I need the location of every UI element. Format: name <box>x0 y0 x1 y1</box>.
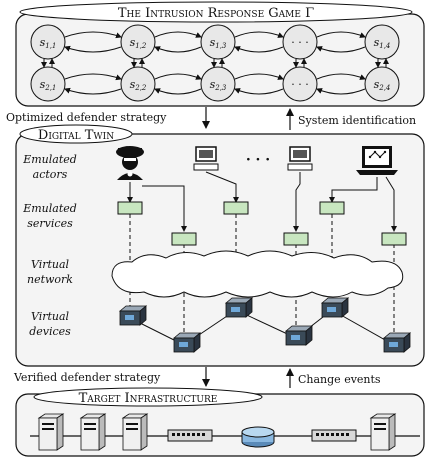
digital-twin-title: Digital Twin <box>38 128 114 143</box>
state-transitions <box>41 31 389 95</box>
virtual-network-cloud <box>111 250 404 298</box>
virtual-device-icon <box>320 297 350 318</box>
game-title-ellipse <box>19 1 413 23</box>
target-infrastructure-title: Target Infrastructure <box>79 391 218 406</box>
actor-service-arrows <box>127 171 397 232</box>
state-label: s1,1 <box>40 36 57 50</box>
state-node <box>30 24 66 60</box>
network-switch-icon <box>311 429 357 442</box>
system-identification-label: System identification <box>298 114 416 127</box>
state-label: s2,2 <box>130 78 147 92</box>
transition-arrow <box>154 46 202 53</box>
laptop-icon <box>356 146 398 175</box>
transition-arrow <box>316 46 366 53</box>
service-box <box>117 201 143 215</box>
optimized-strategy-label: Optimized defender strategy <box>6 111 167 124</box>
network-switch-icon <box>167 429 213 442</box>
change-events-label: Change events <box>298 373 381 386</box>
server-icon <box>369 413 397 451</box>
transition-arrow <box>154 31 202 38</box>
transition-arrow <box>234 31 284 38</box>
state-label: s1,2 <box>130 36 147 50</box>
state-row-1 <box>30 24 400 60</box>
transition-arrow <box>154 88 202 95</box>
virtual-device-icon <box>118 305 148 326</box>
service-box <box>283 232 309 246</box>
transition-arrow <box>64 73 122 81</box>
state-node <box>120 24 156 60</box>
service-box <box>223 201 249 215</box>
state-node <box>200 66 236 102</box>
state-node <box>120 66 156 102</box>
state-ellipsis: · · · <box>291 78 308 91</box>
state-node <box>282 66 318 102</box>
state-node <box>30 66 66 102</box>
virtual-device-icon <box>224 297 254 318</box>
state-row-2 <box>30 66 400 102</box>
transition-arrow <box>234 73 284 80</box>
transition-arrow <box>64 31 122 39</box>
state-label: s1,4 <box>374 36 391 50</box>
game-title: The Intrusion Response Game Γ <box>118 6 314 21</box>
transition-arrow <box>316 88 366 95</box>
virtual-device-icon <box>172 332 202 353</box>
verified-strategy-label: Verified defender strategy <box>13 371 161 384</box>
router-icon <box>241 426 275 448</box>
server-icon <box>121 413 149 451</box>
state-node <box>282 24 318 60</box>
transition-arrow <box>316 31 366 38</box>
service-box <box>381 232 407 246</box>
digital-twin-title-ellipse <box>19 124 133 144</box>
virtual-device-icon <box>382 332 412 353</box>
hacker-icon <box>116 146 144 180</box>
server-icon <box>79 413 107 451</box>
actor-ellipsis: · · · <box>246 152 270 168</box>
servers <box>37 413 397 451</box>
transition-arrow <box>64 45 122 53</box>
digital-twin-panel <box>15 133 425 367</box>
transition-arrow <box>154 73 202 80</box>
server-icon <box>37 413 65 451</box>
desktop-computer-icon <box>287 146 313 171</box>
service-box <box>171 232 197 246</box>
state-label: s2,3 <box>210 78 227 92</box>
state-label: s2,1 <box>40 78 57 92</box>
virtual-device-icon <box>284 325 314 346</box>
service-boxes <box>117 201 407 246</box>
desktop-computer-icon <box>193 146 219 171</box>
state-label: s1,3 <box>210 36 227 50</box>
state-node <box>200 24 236 60</box>
state-label: s2,4 <box>374 78 391 92</box>
transition-arrow <box>234 88 284 95</box>
state-node <box>364 66 400 102</box>
transition-arrow <box>316 73 366 80</box>
service-box <box>319 201 345 215</box>
state-node <box>364 24 400 60</box>
transition-arrow <box>64 87 122 95</box>
virtual-devices <box>118 297 412 353</box>
target-infrastructure-title-ellipse <box>33 387 263 407</box>
transition-arrow <box>234 46 284 53</box>
state-ellipsis: · · · <box>291 36 308 49</box>
